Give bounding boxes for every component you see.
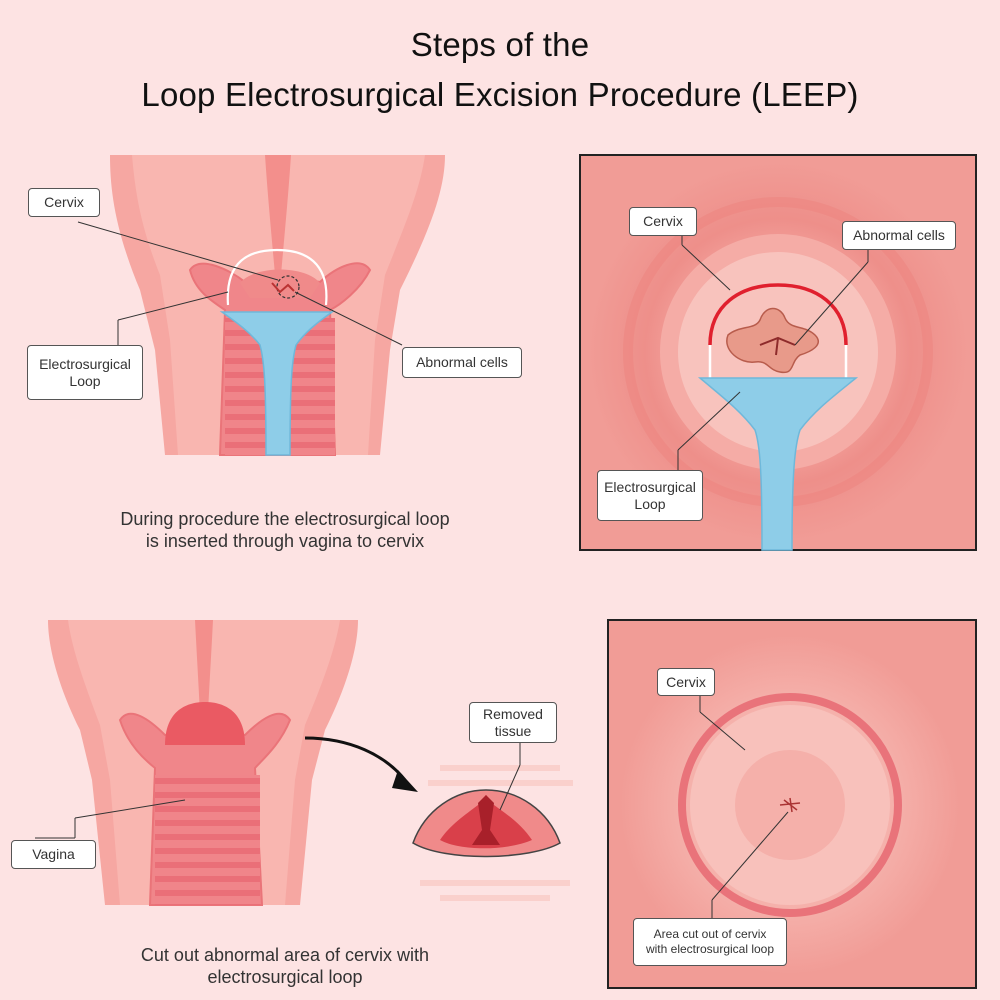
- cervix-excised: [165, 702, 245, 745]
- label-abnormal-cells: Abnormal cells: [842, 221, 956, 250]
- label-abnormal-cells: Abnormal cells: [402, 347, 522, 378]
- label-cervix: Cervix: [28, 188, 100, 217]
- panel1-illustration: [77, 155, 445, 456]
- panel3-illustration: [35, 620, 573, 906]
- speculum-instrument-front: [697, 377, 859, 551]
- cervix-top: [240, 269, 320, 298]
- page-title-line1: Steps of the: [410, 26, 590, 63]
- abnormal-cells-marker: [276, 275, 300, 299]
- cut-area-mark: [779, 797, 801, 813]
- panel3-caption: Cut out abnormal area of cervix with ele…: [140, 945, 430, 987]
- arrow-head: [392, 770, 418, 792]
- label-cervix: Cervix: [657, 668, 715, 696]
- removed-tissue: [412, 765, 573, 901]
- electrosurgical-loop-red: [708, 283, 848, 346]
- page-title-line2: Loop Electrosurgical Excision Procedure …: [141, 76, 859, 113]
- label-cervix: Cervix: [629, 207, 697, 236]
- speculum-instrument: [219, 311, 335, 456]
- panel1-caption: During procedure the electrosurgical loo…: [120, 509, 450, 551]
- label-vagina: Vagina: [11, 840, 96, 869]
- electrosurgical-loop-wire: [226, 248, 328, 306]
- uterine-canal: [265, 155, 291, 275]
